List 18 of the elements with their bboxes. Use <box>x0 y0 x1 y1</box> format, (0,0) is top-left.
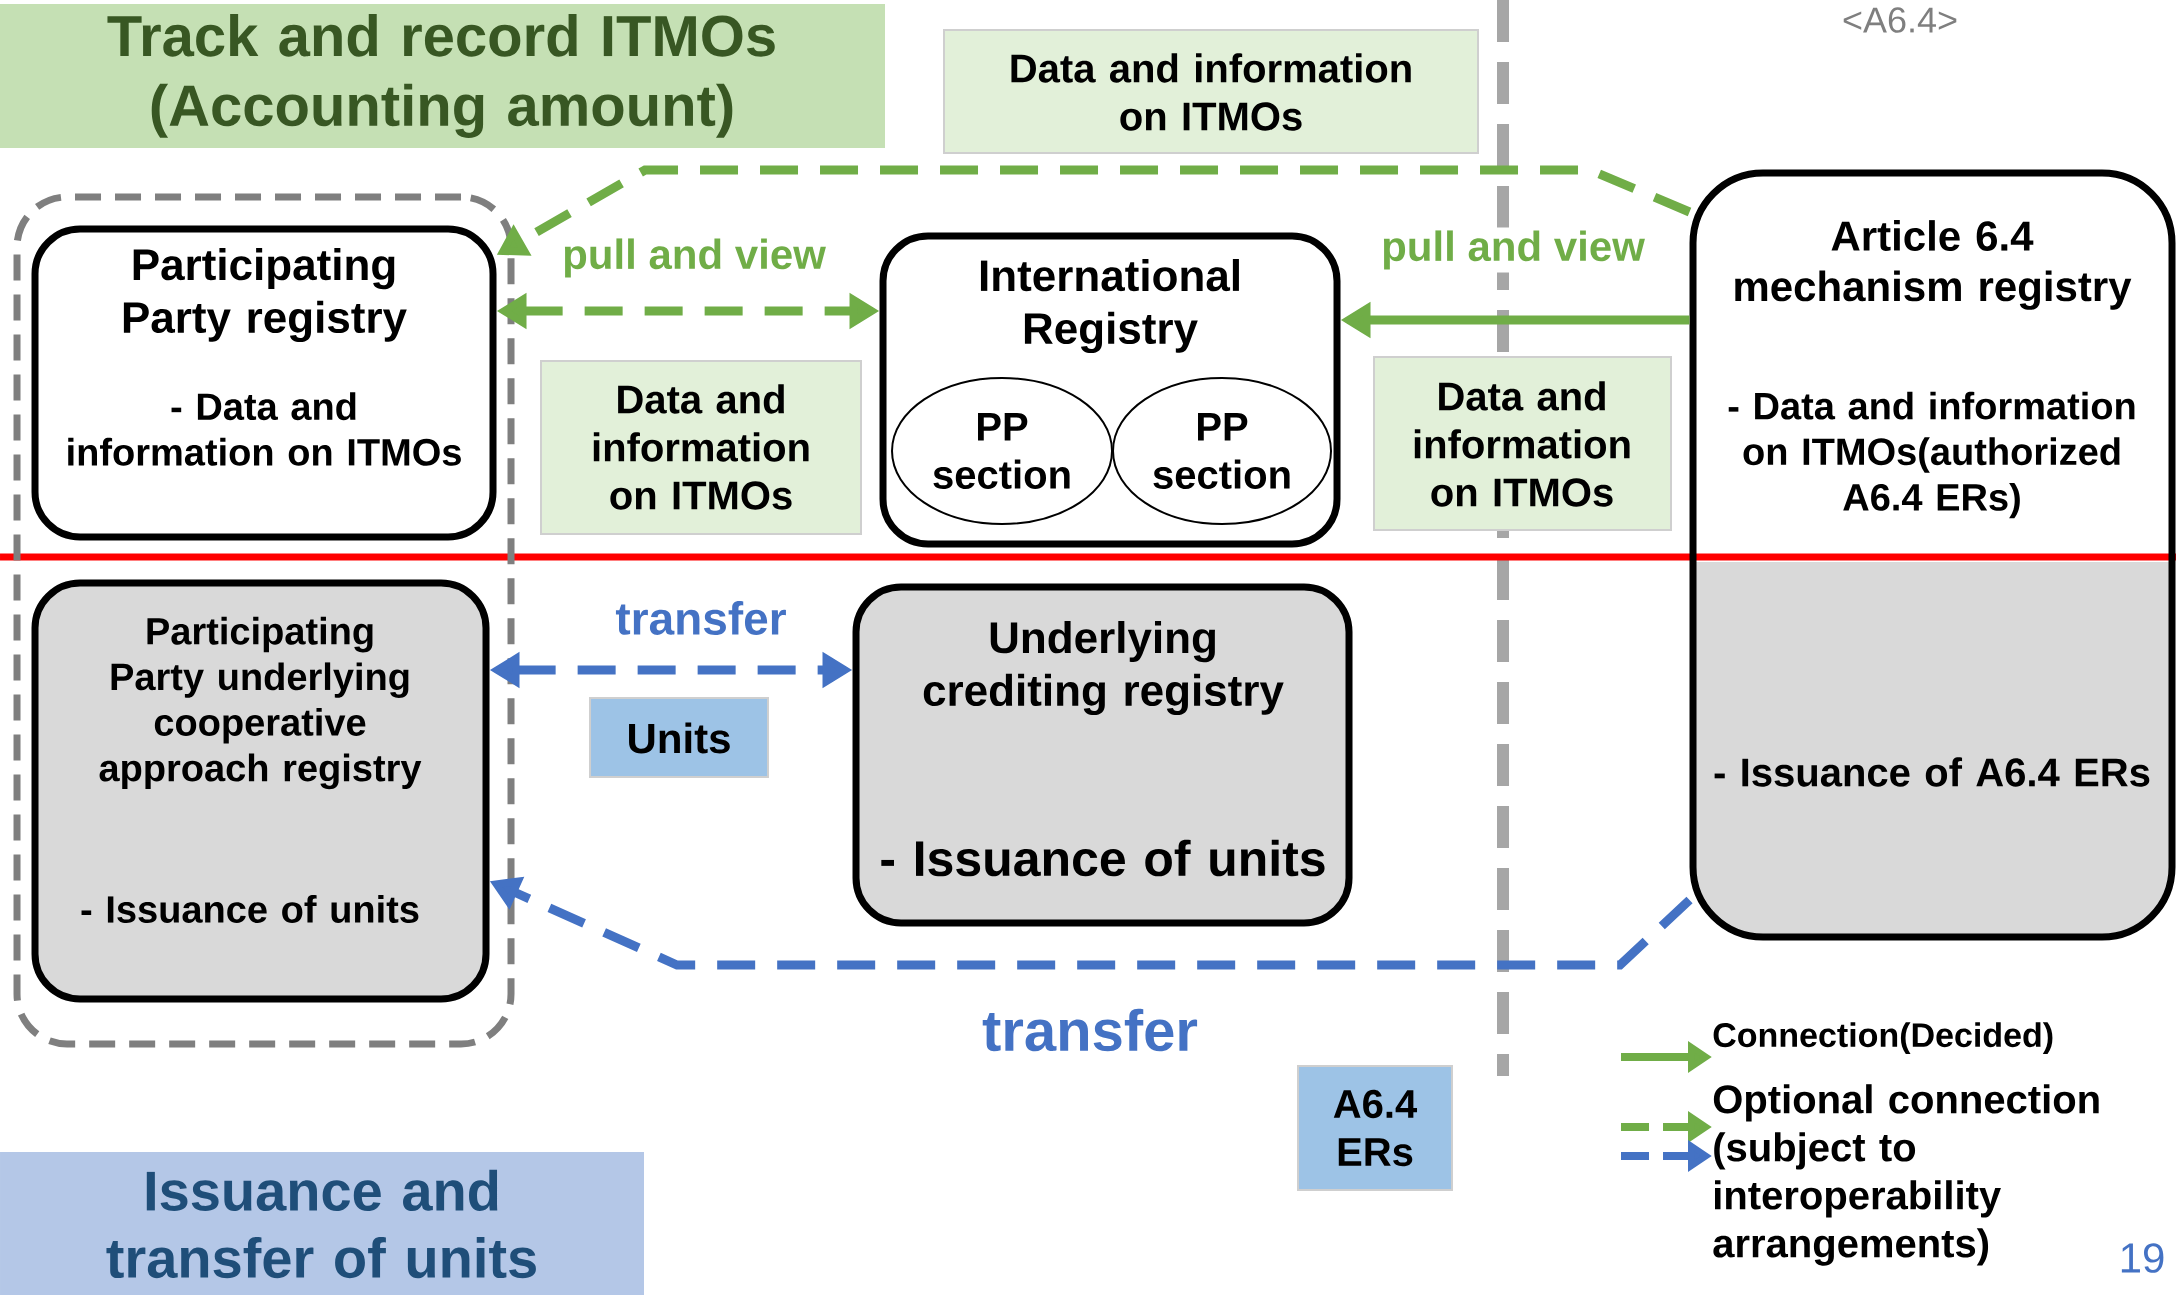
registry-box: Participating Party registry - Data and information on ITMOs <box>31 225 497 541</box>
page-label: <A6.4> <box>1843 7 1957 33</box>
edge-label: transfer <box>612 598 790 638</box>
heading-banner: Issuance and transfer of units <box>0 1152 644 1295</box>
registry-box: Participating Party underlying cooperative approach registry - Issuance of units <box>31 579 490 1003</box>
edge-label: pull and view <box>1378 227 1648 273</box>
page-number: 19 <box>2121 1243 2164 1273</box>
edge-label: transfer <box>979 1005 1201 1055</box>
registry-box: Underlying crediting registry - Issuance of units <box>852 583 1353 927</box>
edge-label: pull and view <box>559 235 829 281</box>
unit-box: A6.4 ERs <box>1297 1065 1453 1191</box>
heading-banner: Track and record ITMOs (Accounting amount) <box>0 4 885 148</box>
group-frame <box>13 193 515 1048</box>
unit-box: Units <box>589 697 769 778</box>
info-box: Data and information on ITMOs <box>1373 356 1672 531</box>
info-box: Data and information on ITMOs <box>540 360 862 535</box>
registry-box: Article 6.4 mechanism registry - Data and information on ITMOs(authorized A6.4 ERs) - Issuance of A6.4 ERs <box>1689 169 2176 941</box>
info-box: Data and information on ITMOs <box>943 29 1479 154</box>
